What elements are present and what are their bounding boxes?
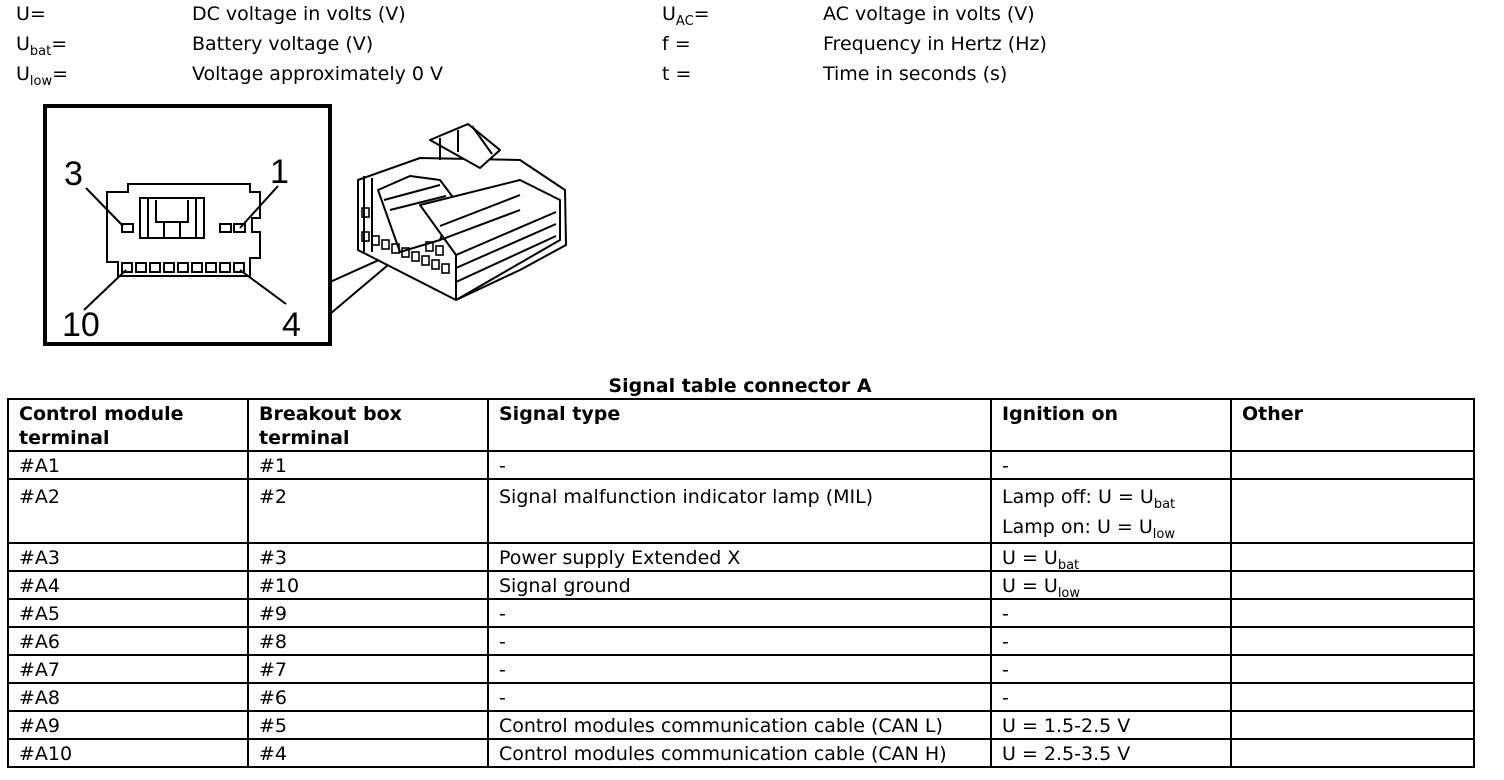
connector-3d-illustration (357, 123, 567, 301)
cell-other (1230, 654, 1475, 684)
cell-control-module-terminal: #A5 (7, 598, 249, 628)
pin-label-4: 4 (282, 306, 301, 344)
cell-ignition-on: - (990, 598, 1232, 628)
pin-label-3: 3 (64, 155, 83, 193)
connector-diagram: 3 1 10 4 (43, 104, 567, 346)
cell-signal-type: Control modules communication cable (CAN… (487, 710, 992, 740)
signal-table: Control module terminal Breakout box ter… (7, 398, 1475, 768)
header-breakout-box-terminal: Breakout box terminal (247, 398, 489, 452)
table-row: #A9 #5 Control modules communication cab… (7, 710, 1475, 740)
cell-other (1230, 710, 1475, 740)
header-ignition-on: Ignition on (990, 398, 1232, 452)
legend-symbol-uac: UAC= (662, 3, 710, 29)
leader-line-3 (85, 187, 124, 227)
cell-signal-type: - (487, 682, 992, 712)
table-row: #A7 #7 - - (7, 654, 1475, 684)
cell-control-module-terminal: #A7 (7, 654, 249, 684)
cell-ignition-on: - (990, 626, 1232, 656)
cell-signal-type: Control modules communication cable (CAN… (487, 738, 992, 768)
pin-label-10: 10 (62, 306, 100, 344)
cell-signal-type: Power supply Extended X (487, 542, 992, 572)
legend-desc-f: Frequency in Hertz (Hz) (823, 33, 1047, 55)
cell-control-module-terminal: #A2 (7, 478, 249, 544)
cell-control-module-terminal: #A3 (7, 542, 249, 572)
bottom-pin-row (121, 262, 245, 273)
table-row: #A1 #1 - - (7, 450, 1475, 480)
cell-control-module-terminal: #A4 (7, 570, 249, 600)
cell-ignition-on: - (990, 682, 1232, 712)
cell-breakout-box-terminal: #5 (247, 710, 489, 740)
cell-control-module-terminal: #A8 (7, 682, 249, 712)
table-header-row: Control module terminal Breakout box ter… (7, 398, 1475, 452)
cell-other (1230, 478, 1475, 544)
legend-desc-ulow: Voltage approximately 0 V (192, 63, 444, 85)
pin-2 (219, 223, 232, 233)
cell-ignition-on: U = Ulow (990, 570, 1232, 600)
cell-other (1230, 542, 1475, 572)
pin-3 (121, 223, 134, 233)
leader-line-10 (83, 269, 127, 311)
cell-signal-type: - (487, 598, 992, 628)
legend-desc-u: DC voltage in volts (V) (192, 3, 406, 25)
legend-desc-uac: AC voltage in volts (V) (823, 3, 1035, 25)
cell-control-module-terminal: #A1 (7, 450, 249, 480)
table-row: #A3 #3 Power supply Extended X U = Ubat (7, 542, 1475, 572)
cell-ignition-on: U = 1.5-2.5 V (990, 710, 1232, 740)
table-row: #A10 #4 Control modules communication ca… (7, 738, 1475, 768)
connector-face-frame (43, 104, 332, 346)
legend-symbol-ulow: Ulow= (16, 63, 69, 89)
cell-signal-type: - (487, 626, 992, 656)
connector-face-outline (106, 183, 261, 277)
cell-control-module-terminal: #A6 (7, 626, 249, 656)
table-row: #A2 #2 Signal malfunction indicator lamp… (7, 478, 1475, 544)
cell-other (1230, 738, 1475, 768)
table-row: #A4 #10 Signal ground U = Ulow (7, 570, 1475, 600)
cell-ignition-on: - (990, 450, 1232, 480)
cell-control-module-terminal: #A9 (7, 710, 249, 740)
legend-desc-ubat: Battery voltage (V) (192, 33, 374, 55)
legend-symbol-ubat: Ubat= (16, 33, 68, 59)
cell-other (1230, 682, 1475, 712)
pin-label-1: 1 (270, 153, 289, 191)
cell-signal-type: Signal ground (487, 570, 992, 600)
legend-symbol-u: U= (16, 3, 46, 25)
pin-1 (233, 223, 246, 233)
cell-other (1230, 570, 1475, 600)
cell-breakout-box-terminal: #1 (247, 450, 489, 480)
cell-breakout-box-terminal: #2 (247, 478, 489, 544)
cell-control-module-terminal: #A10 (7, 738, 249, 768)
cell-breakout-box-terminal: #8 (247, 626, 489, 656)
cell-signal-type: Signal malfunction indicator lamp (MIL) (487, 478, 992, 544)
table-title: Signal table connector A (608, 375, 872, 397)
cell-other (1230, 626, 1475, 656)
cell-breakout-box-terminal: #10 (247, 570, 489, 600)
leader-line-4 (239, 269, 287, 305)
header-other: Other (1230, 398, 1475, 452)
legend-symbol-f: f = (662, 33, 691, 55)
header-signal-type: Signal type (487, 398, 992, 452)
table-row: #A6 #8 - - (7, 626, 1475, 656)
header-control-module-terminal: Control module terminal (7, 398, 249, 452)
cell-other (1230, 450, 1475, 480)
cell-breakout-box-terminal: #6 (247, 682, 489, 712)
cell-signal-type: - (487, 654, 992, 684)
cell-breakout-box-terminal: #9 (247, 598, 489, 628)
leader-line-1 (239, 185, 279, 229)
table-row: #A8 #6 - - (7, 682, 1475, 712)
legend-desc-t: Time in seconds (s) (823, 63, 1008, 85)
cell-breakout-box-terminal: #4 (247, 738, 489, 768)
connector-3d-pins (361, 207, 450, 274)
cell-other (1230, 598, 1475, 628)
table-row: #A5 #9 - - (7, 598, 1475, 628)
cell-ignition-on: Lamp off: U = Ubat Lamp on: U = Ulow (990, 478, 1232, 544)
cell-ignition-on: - (990, 654, 1232, 684)
cell-breakout-box-terminal: #3 (247, 542, 489, 572)
connector-latch (139, 197, 205, 239)
cell-ignition-on: U = 2.5-3.5 V (990, 738, 1232, 768)
cell-signal-type: - (487, 450, 992, 480)
cell-ignition-on: U = Ubat (990, 542, 1232, 572)
cell-breakout-box-terminal: #7 (247, 654, 489, 684)
legend-symbol-t: t = (662, 63, 692, 85)
